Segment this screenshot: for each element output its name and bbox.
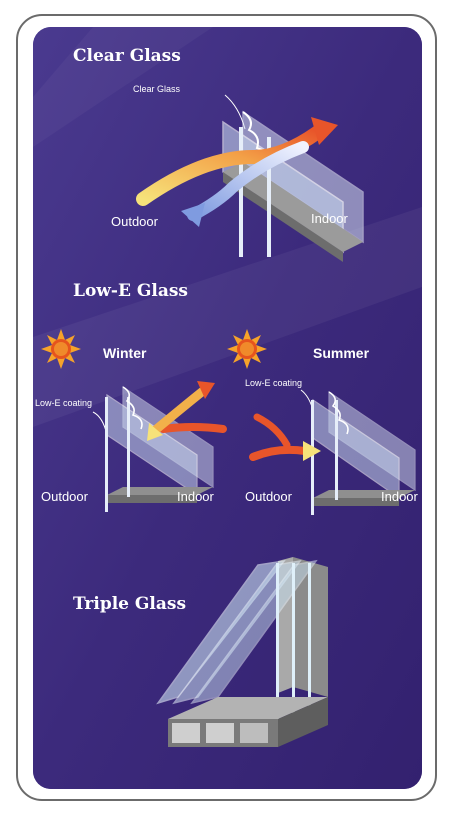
summer-low-e-coating-label: Low-E coating (245, 378, 303, 388)
infographic-panel: Clear Glass Clear Glass (33, 27, 422, 789)
triple-glass-unit-diagram (156, 557, 328, 747)
summer-label: Summer (313, 345, 370, 361)
heat-arrow-icon (147, 381, 227, 441)
winter-low-e-coating-label: Low-E coating (35, 398, 93, 408)
summer-indoor-label: Indoor (381, 489, 418, 504)
winter-outdoor-label: Outdoor (41, 489, 88, 504)
clear-glass-pane-label: Clear Glass (133, 84, 181, 94)
winter-indoor-label: Indoor (177, 489, 214, 504)
winter-label: Winter (103, 345, 147, 361)
clear-glass-indoor-label: Indoor (311, 211, 348, 226)
triple-glass-title: Triple Glass (73, 594, 187, 614)
sun-icon (41, 329, 81, 369)
summer-low-e-unit-diagram (300, 389, 416, 515)
sun-icon (227, 329, 267, 369)
clear-glass-title: Clear Glass (73, 46, 181, 66)
winter-low-e-unit-diagram (92, 385, 214, 512)
heat-arrow-icon (136, 117, 338, 227)
low-e-glass-title: Low-E Glass (73, 281, 188, 301)
clear-glass-outdoor-label: Outdoor (111, 214, 158, 229)
summer-outdoor-label: Outdoor (245, 489, 292, 504)
heat-arrow-icon (249, 413, 321, 461)
